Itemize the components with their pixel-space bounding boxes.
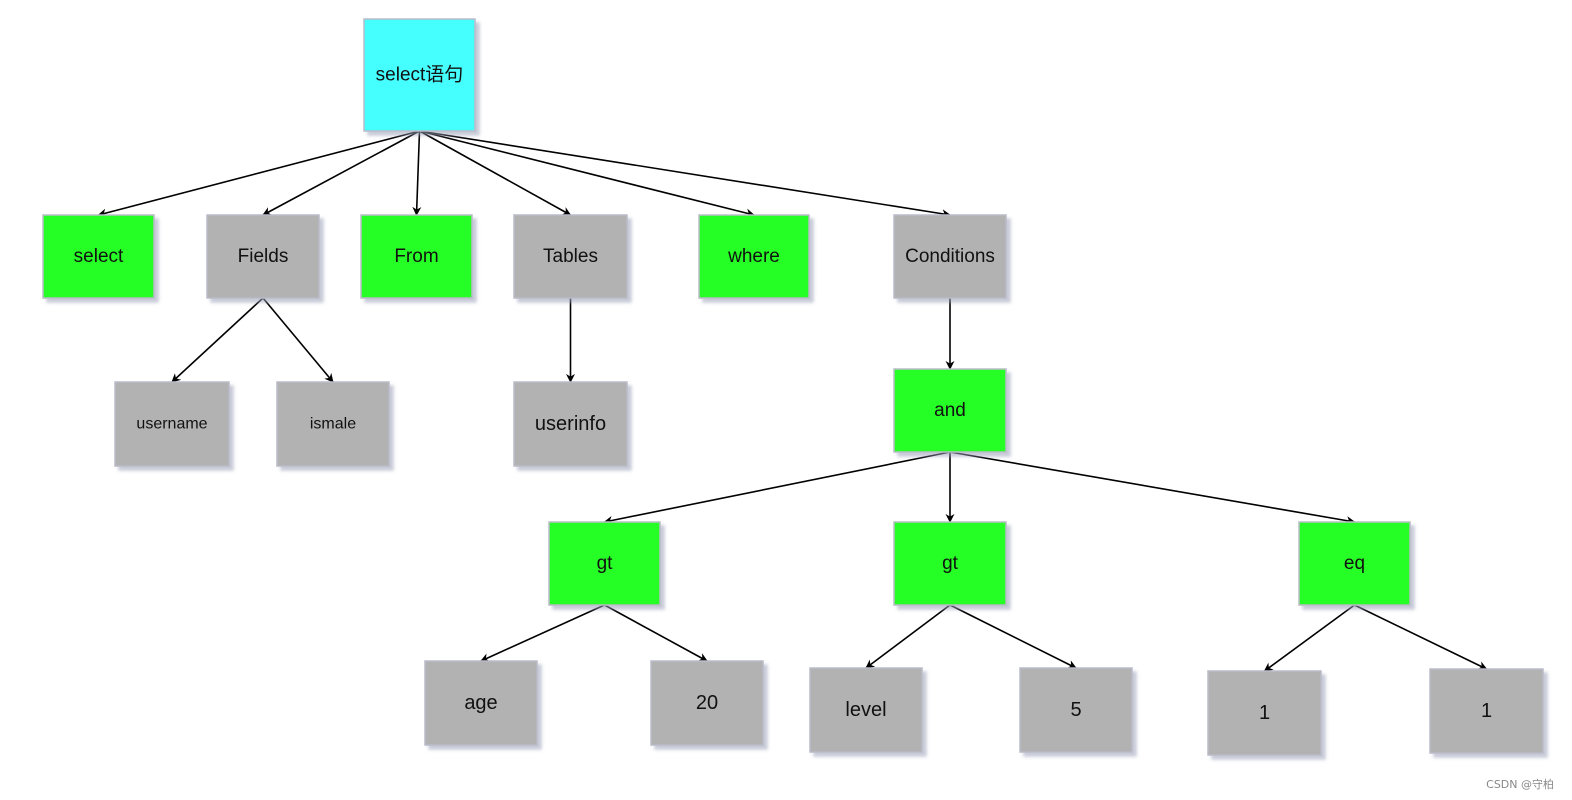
node-age: age	[424, 660, 538, 746]
node-username: username	[114, 381, 230, 467]
node-label-kw-where: where	[727, 246, 780, 267]
node-box-root	[363, 18, 476, 132]
node-box-kw-where	[698, 214, 810, 299]
node-root: select语句	[363, 18, 476, 132]
node-kw-where: where	[698, 214, 810, 299]
edge-fields-to-ismale	[262, 297, 334, 383]
node-box-one-a	[1207, 670, 1322, 756]
node-ismale: ismale	[276, 381, 390, 467]
edge-root-to-kw-select	[97, 130, 420, 218]
watermark: CSDN @守柏	[1486, 778, 1554, 791]
edge-gt1-to-v20	[604, 604, 708, 662]
node-label-one-a: 1	[1259, 702, 1270, 724]
node-level: level	[809, 667, 923, 753]
node-label-root: select语句	[376, 64, 464, 86]
edge-and-to-eq	[949, 451, 1356, 526]
node-box-gt1	[548, 521, 661, 606]
edge-root-to-tables	[419, 130, 572, 216]
node-label-gt1: gt	[597, 553, 614, 574]
node-box-gt2	[893, 521, 1007, 606]
node-box-eq	[1298, 521, 1411, 606]
node-box-age	[424, 660, 538, 746]
node-userinfo: userinfo	[513, 381, 628, 467]
node-v20: 20	[650, 660, 764, 746]
edge-gt1-to-age	[480, 604, 605, 662]
node-box-conditions	[893, 214, 1007, 299]
node-label-level: level	[845, 699, 886, 721]
edges-layer	[97, 130, 1488, 672]
node-label-gt2: gt	[942, 553, 959, 574]
node-and: and	[893, 368, 1007, 453]
node-label-fields: Fields	[238, 246, 289, 267]
node-gt1: gt	[548, 521, 661, 606]
node-label-v5: 5	[1070, 699, 1081, 721]
node-label-conditions: Conditions	[905, 246, 995, 267]
node-box-v20	[650, 660, 764, 746]
edge-fields-to-username	[171, 297, 264, 383]
node-one-a: 1	[1207, 670, 1322, 756]
node-eq: eq	[1298, 521, 1411, 606]
node-label-eq: eq	[1344, 553, 1365, 574]
node-box-v5	[1019, 667, 1133, 753]
node-box-tables	[513, 214, 628, 299]
node-label-ismale: ismale	[310, 416, 356, 433]
node-label-kw-from: From	[394, 246, 438, 267]
edge-eq-to-one-b	[1354, 604, 1488, 670]
node-kw-select: select	[42, 214, 155, 299]
edge-and-to-gt1	[603, 451, 951, 525]
node-label-and: and	[934, 400, 966, 421]
edge-eq-to-one-a	[1263, 604, 1355, 672]
node-box-kw-from	[360, 214, 473, 299]
node-label-kw-select: select	[74, 246, 124, 267]
node-box-username	[114, 381, 230, 467]
node-label-age: age	[464, 692, 497, 714]
node-label-userinfo: userinfo	[535, 413, 606, 435]
node-label-username: username	[136, 416, 207, 433]
node-gt2: gt	[893, 521, 1007, 606]
node-box-level	[809, 667, 923, 753]
node-v5: 5	[1019, 667, 1133, 753]
edge-root-to-fields	[262, 130, 420, 216]
edge-gt2-to-level	[865, 604, 951, 669]
node-box-fields	[206, 214, 320, 299]
node-box-one-b	[1429, 668, 1544, 754]
edge-root-to-conditions	[419, 130, 951, 219]
node-label-v20: 20	[696, 692, 718, 714]
node-box-and	[893, 368, 1007, 453]
node-label-one-b: 1	[1481, 700, 1492, 722]
node-kw-from: From	[360, 214, 473, 299]
node-tables: Tables	[513, 214, 628, 299]
node-box-userinfo	[513, 381, 628, 467]
edge-root-to-kw-from	[412, 130, 422, 216]
node-label-tables: Tables	[543, 246, 598, 267]
edge-gt2-to-v5	[949, 604, 1077, 669]
node-box-ismale	[276, 381, 390, 467]
edge-root-to-kw-where	[419, 130, 755, 218]
node-conditions: Conditions	[893, 214, 1007, 299]
node-fields: Fields	[206, 214, 320, 299]
nodes-layer: select语句 select Fields From Tables where Condi…	[42, 18, 1544, 756]
node-box-kw-select	[42, 214, 155, 299]
node-one-b: 1	[1429, 668, 1544, 754]
